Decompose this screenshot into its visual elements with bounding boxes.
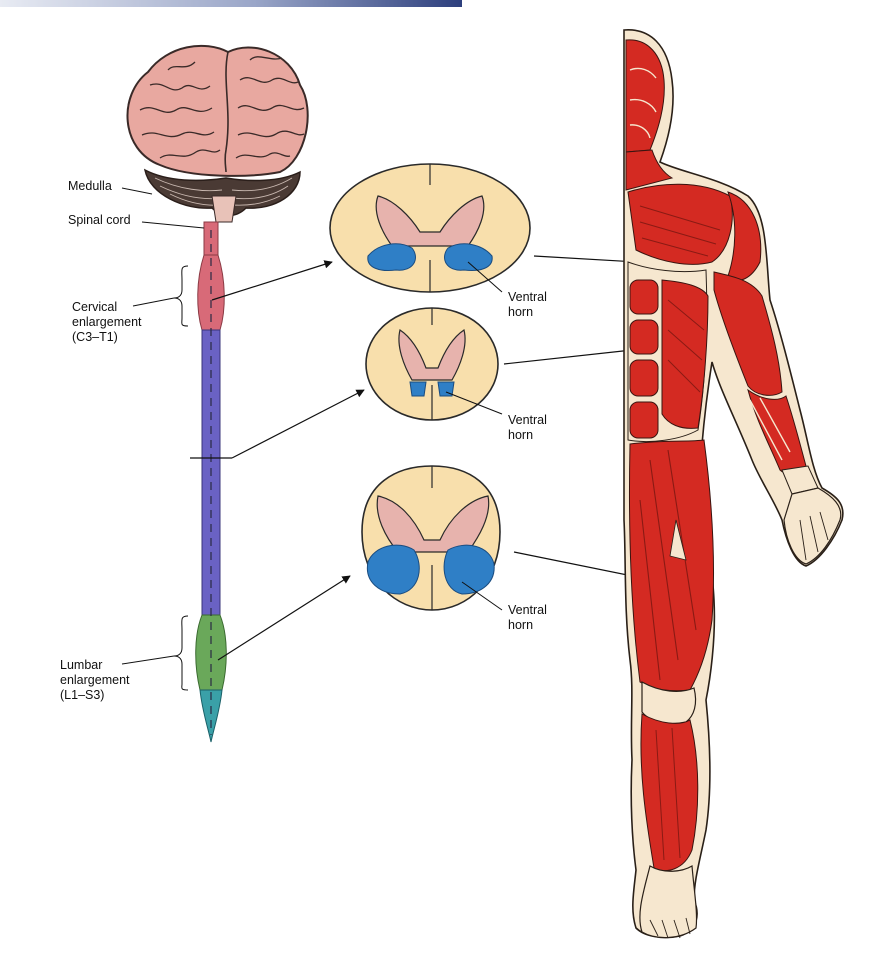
spinal-cord-label: Spinal cord [68,213,131,227]
gray-matter [398,329,466,381]
foot [639,864,698,939]
medulla-leader [121,187,153,195]
ventral-horn-1-line1: Ventral [508,290,547,304]
thoracic-cross-section [365,307,503,421]
brainstem [211,195,237,223]
lumbar-label-line1: Lumbar [60,658,103,672]
lower-leg-muscles [640,713,699,872]
spinal-cord [195,221,227,743]
lumbar-brace [173,615,189,691]
cervical-brace [173,265,189,327]
ventral-horn-leader-2 [445,391,503,415]
ventral-horn-left [367,243,416,271]
ventral-horn-3-line2: horn [508,618,534,632]
cervical-arrow [211,260,333,301]
ventral-horn-right [437,381,455,397]
cervical-cross-section [329,163,531,293]
thigh-muscles [628,439,715,692]
pectoral-muscle [627,183,733,265]
ventral-horn-right [444,243,493,271]
ventral-horn-left [366,544,420,595]
rectus-abdominis [629,279,659,439]
upper-arm-muscle [713,271,783,396]
brain-gyri [139,56,305,159]
cervical-leader [132,297,175,307]
ventral-horn-leader-1 [467,261,503,293]
ventral-horn-right [443,544,495,595]
thoracic-arrow-diag [231,389,365,459]
cerebrum [126,44,309,177]
sacral-cone-segment [199,689,223,743]
lumbar-leader [121,655,175,665]
cervical-label-line2: enlargement [72,315,142,329]
cerebellum [143,168,301,217]
ventral-horn-2-line2: horn [508,428,534,442]
lumbar-arrow [217,575,351,661]
muscle-figure [623,29,844,939]
to-torso-arrow [503,346,633,365]
lumbar-label-line2: enlargement [60,673,130,687]
gray-matter [376,495,490,553]
ventral-horn-2-line1: Ventral [508,413,547,427]
deltoid-muscle [727,191,762,281]
cervical-label-line1: Cervical [72,300,118,314]
lumbar-cross-section [361,465,503,611]
cervical-label-line3: (C3–T1) [72,330,118,344]
medulla-label: Medulla [68,179,112,193]
brain [126,44,309,223]
ventral-horn-1-line2: horn [508,305,534,319]
header-bar [0,0,462,7]
ventral-horn-3-line1: Ventral [508,603,547,617]
spinal-cord-leader [141,221,205,229]
ventral-horn-leader-3 [461,581,503,611]
brain-midline [224,51,229,173]
neck-muscles [625,149,674,191]
lumbar-label-line3: (L1–S3) [60,688,105,702]
oblique-muscle [661,279,709,429]
ventral-horn-left [409,381,427,397]
gray-matter [375,195,485,247]
